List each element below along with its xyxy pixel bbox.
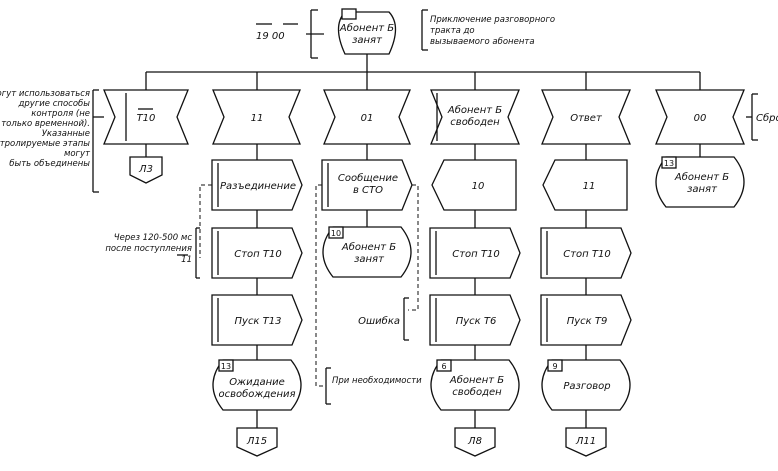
state-waiting-release (212, 359, 302, 411)
comment-error: Ошибка (358, 315, 400, 327)
svg-text:Т10: Т10 (137, 113, 156, 124)
task-disconnect (211, 159, 303, 211)
svg-text:Л3: Л3 (138, 164, 153, 175)
connector-l3 (129, 156, 163, 184)
header-signals: 19 00 (256, 23, 298, 42)
send-signal-11 (542, 159, 628, 211)
receive-signal-subscriber-free (430, 89, 520, 145)
svg-text:19 00: 19 00 (256, 31, 285, 42)
column-11: 11 Разъединение Стоп Т10 Пуск Т13 13 Ожи… (211, 89, 303, 457)
task-start-t9 (540, 294, 632, 346)
state-number-box (436, 359, 452, 372)
svg-text:Стоп Т10: Стоп Т10 (234, 249, 281, 260)
comment-need: При необходимости (332, 376, 422, 386)
svg-text:Ответ: Ответ (570, 113, 603, 124)
header-state-number-box (341, 8, 357, 20)
receive-signal-11 (212, 89, 301, 145)
svg-text:Стоп Т10: Стоп Т10 (563, 249, 610, 260)
task-stop-t10 (429, 227, 521, 279)
dashed-link-error (408, 184, 419, 311)
task-stop-t10 (540, 227, 632, 279)
svg-text:11: 11 (251, 113, 264, 124)
svg-text:6: 6 (441, 362, 446, 371)
svg-text:Пуск Т9: Пуск Т9 (567, 316, 608, 327)
state-subscriber-b-busy-2 (655, 156, 745, 208)
svg-text:Разъединение: Разъединение (220, 181, 296, 192)
state-number-box (661, 156, 677, 169)
dashed-link-delay (199, 184, 212, 258)
svg-text:10: 10 (472, 181, 485, 192)
state-number-box (328, 226, 344, 239)
svg-text:01: 01 (361, 113, 374, 124)
svg-text:Л11: Л11 (575, 436, 596, 447)
column-answer: Ответ 11 Стоп Т10 Пуск Т9 9 Разговор Л11 (540, 89, 632, 457)
svg-text:Пуск Т6: Пуск Т6 (456, 316, 497, 327)
svg-text:9: 9 (552, 362, 557, 371)
column-t10: Т10 Л3 (103, 89, 189, 184)
connector-l15 (236, 427, 278, 457)
header-state-shape (337, 11, 397, 55)
task-message-sto (321, 159, 413, 211)
svg-text:00: 00 (694, 113, 707, 124)
svg-text:10: 10 (331, 229, 341, 238)
state-subscriber-b-free (430, 359, 520, 411)
svg-text:Пуск Т13: Пуск Т13 (235, 316, 282, 327)
state-number-box (218, 359, 234, 372)
state-number-box (547, 359, 563, 372)
state-conversation (541, 359, 631, 411)
connector-l8 (454, 427, 496, 457)
svg-text:11: 11 (583, 181, 596, 192)
svg-text:Л15: Л15 (246, 436, 267, 447)
receive-signal-answer (541, 89, 631, 145)
connector-l11 (565, 427, 607, 457)
svg-text:Л8: Л8 (467, 436, 482, 447)
task-stop-t10 (211, 227, 303, 279)
receive-signal-01 (323, 89, 411, 145)
dashed-link-need (315, 184, 324, 387)
svg-text:13: 13 (221, 362, 231, 371)
send-signal-10 (431, 159, 517, 211)
svg-text:13: 13 (664, 159, 674, 168)
task-start-t13 (211, 294, 303, 346)
receive-signal-t10 (103, 89, 189, 145)
svg-text:Разговор: Разговор (563, 381, 610, 392)
comment-reset: Сброс (756, 112, 778, 124)
svg-text:Стоп Т10: Стоп Т10 (452, 249, 499, 260)
receive-signal-00 (655, 89, 745, 145)
state-subscriber-b-busy (322, 226, 412, 278)
task-start-t6 (429, 294, 521, 346)
